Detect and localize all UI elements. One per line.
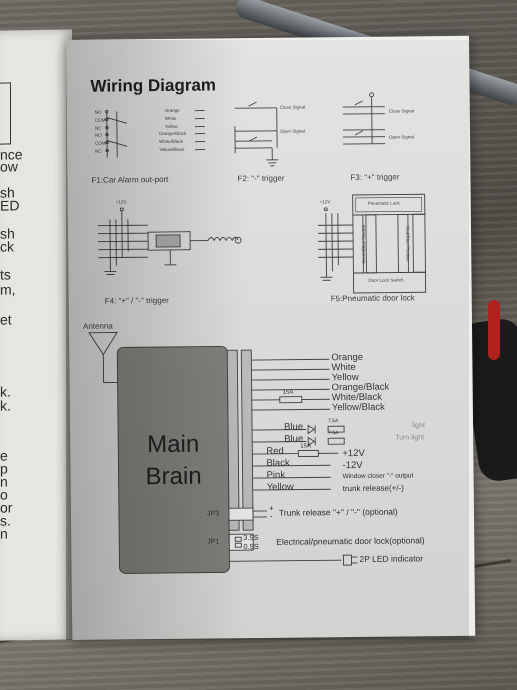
door-lock-label: Electrical/pneumatic door lock(optional) bbox=[276, 535, 425, 547]
jp1-label: JP1 bbox=[207, 538, 220, 546]
left-fragment: k. bbox=[0, 397, 11, 414]
f1-pin: NO bbox=[94, 109, 102, 115]
f5-caption: F5:Pneumatic door lock bbox=[330, 293, 415, 304]
minus-sign: - bbox=[269, 511, 273, 521]
f2-close-label: Close Signal bbox=[279, 104, 306, 110]
fuse-75a-label: 7.5A bbox=[327, 418, 339, 425]
f1-wire: Yellow bbox=[164, 123, 178, 129]
window-closer-label: Window closer "-" output bbox=[342, 472, 414, 481]
left-fragment: ED bbox=[0, 197, 20, 214]
f5-door-label: Door Lock Switch bbox=[368, 277, 404, 283]
diagram-lines bbox=[88, 92, 427, 574]
fuse-75a-label-2: 7.5A bbox=[328, 430, 339, 437]
left-fragment: et bbox=[0, 311, 12, 328]
f3-diagram bbox=[342, 92, 386, 145]
red-fuse-label: 15A bbox=[300, 443, 311, 450]
wire-label: Yellow/Black bbox=[331, 401, 385, 414]
left-page: nce ow sh ED sh ck ts m, et k. k. e p n … bbox=[0, 29, 72, 641]
turn-light-label: Turn light bbox=[395, 434, 425, 442]
s35-label: 3.5S bbox=[243, 533, 259, 543]
left-fragment: ck bbox=[0, 238, 14, 255]
f2-diagram bbox=[234, 101, 279, 167]
plus12-label: +12V bbox=[342, 447, 365, 460]
f1-wire: Yellow/Black bbox=[159, 146, 185, 153]
f1-wire: White bbox=[164, 115, 177, 121]
left-fragment: ts bbox=[0, 266, 11, 283]
yellow-wire-label: Yellow bbox=[266, 481, 294, 493]
main-brain-label: Main Brain bbox=[118, 428, 229, 493]
main-brain-line1: Main bbox=[147, 430, 200, 459]
black-wire-label: Black bbox=[266, 457, 290, 469]
f4-voltage: +12V bbox=[115, 199, 127, 205]
f1-caption: F1:Car Alarm out-port bbox=[91, 174, 169, 185]
left-page-box bbox=[0, 82, 11, 145]
f1-wire: White/Black bbox=[159, 138, 183, 145]
f1-pin: COM bbox=[95, 140, 106, 146]
f5-left-col: Green/Blue Neutral bbox=[360, 225, 367, 264]
main-brain-line2: Brain bbox=[145, 462, 202, 491]
f3-close-label: Close Signal bbox=[388, 108, 415, 114]
f5-diagram bbox=[317, 193, 427, 294]
left-fragment: m, bbox=[0, 281, 16, 298]
antenna-label: Antenna bbox=[82, 321, 113, 331]
led-indicator-label: 2P LED indicator bbox=[359, 553, 424, 564]
red-wire bbox=[488, 300, 500, 360]
trunk-label: trunk release(+/-) bbox=[342, 483, 404, 494]
f1-pin: NC bbox=[94, 125, 102, 131]
left-fragment: ow bbox=[0, 158, 18, 175]
f5-right-col: Red/Blue Positive bbox=[405, 226, 411, 262]
f2-open-label: Open Signal bbox=[279, 128, 305, 134]
red-wire-label: Red bbox=[266, 445, 284, 457]
f1-wire: Orange/Black bbox=[158, 130, 187, 137]
s05-label: 0.5S bbox=[243, 542, 259, 552]
f3-caption: F3: "+" trigger bbox=[350, 172, 400, 183]
f1-wire: Orange bbox=[164, 107, 180, 113]
minus12-label: -12V bbox=[342, 459, 363, 472]
left-fragment: n bbox=[0, 525, 8, 542]
diagram-page: Wiring Diagram bbox=[66, 35, 476, 640]
f3-open-label: Open Signal bbox=[389, 134, 414, 140]
f2-caption: F2: "-" trigger bbox=[237, 173, 285, 184]
main-schematic bbox=[88, 332, 358, 574]
pink-wire-label: Pink bbox=[266, 469, 286, 481]
blue-wire-1: Blue bbox=[284, 421, 304, 433]
fuse-15a-label: 15A bbox=[282, 389, 294, 396]
jp3-label: JP3 bbox=[206, 510, 220, 518]
f1-pin: NO bbox=[94, 132, 102, 138]
f1-diagram bbox=[105, 109, 206, 158]
f1-pin: NC bbox=[95, 148, 102, 154]
f4-diagram bbox=[97, 207, 242, 276]
f1-pin: COM bbox=[94, 117, 106, 123]
trunk-release-label: Trunk release "+" / "-" (optional) bbox=[278, 506, 398, 518]
f5-pneumatic-label: Pneumatic Lock bbox=[367, 200, 400, 206]
f5-voltage: +12V bbox=[319, 199, 331, 205]
light-label: light bbox=[412, 422, 425, 430]
f4-caption: F4: "+" / "-" trigger bbox=[104, 295, 169, 306]
